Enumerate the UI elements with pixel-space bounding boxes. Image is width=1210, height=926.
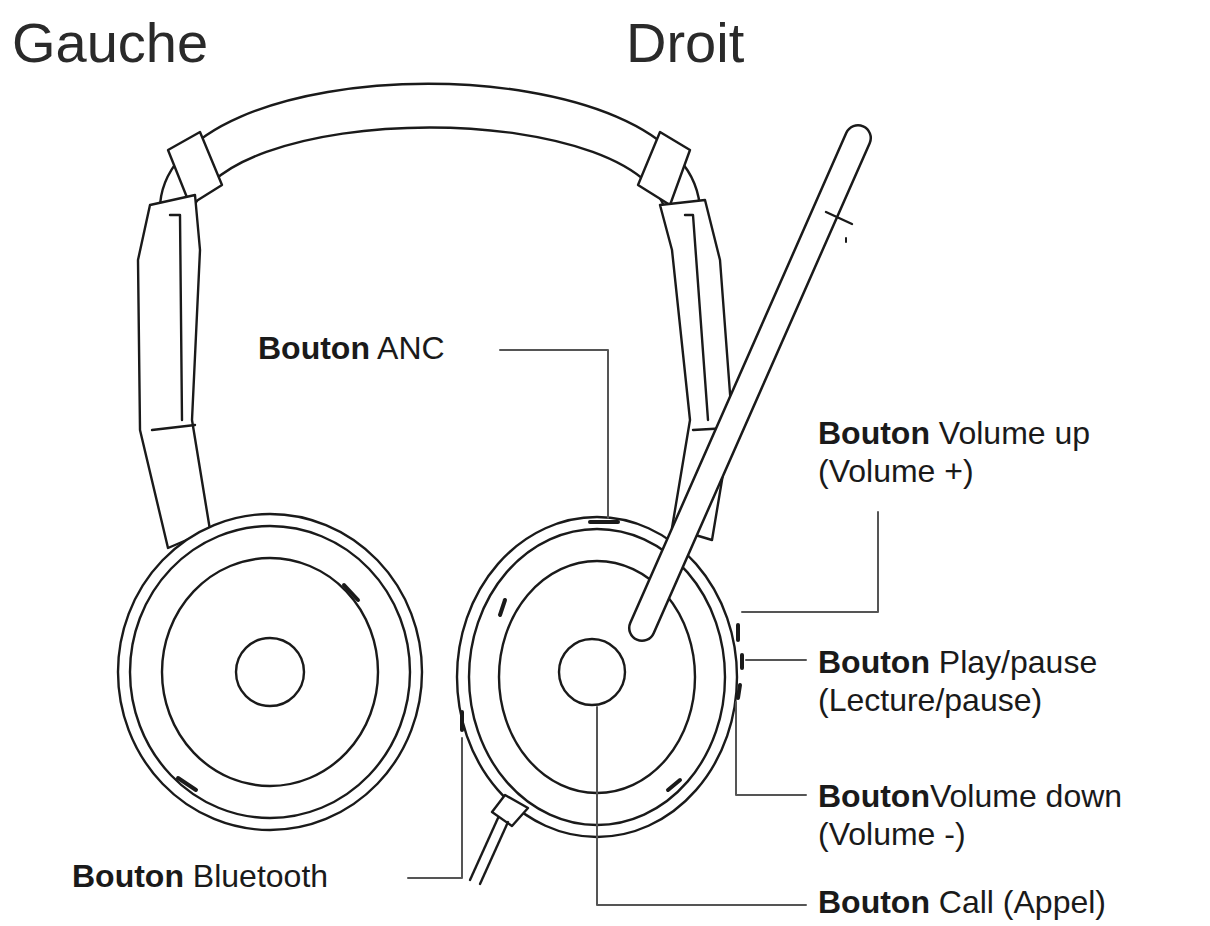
line-art	[118, 514, 422, 830]
line-art	[597, 707, 806, 905]
line-art	[152, 425, 195, 430]
microphone-boom	[642, 138, 858, 628]
line-art	[130, 526, 410, 818]
line-art	[642, 138, 858, 628]
line-art	[559, 639, 625, 705]
line-art	[344, 585, 358, 600]
line-art	[480, 822, 508, 884]
line-art	[500, 350, 608, 518]
cable	[470, 795, 528, 884]
leader-lines	[408, 350, 878, 905]
line-art	[738, 685, 740, 698]
line-art	[826, 212, 852, 224]
line-art	[162, 558, 378, 786]
button-label: Bouton Call (Appel)	[818, 884, 1198, 922]
button-label: Bouton ANC	[258, 330, 498, 368]
line-art	[590, 520, 618, 524]
line-art	[470, 818, 498, 880]
button-label: BoutonVolume down (Volume -)	[818, 778, 1188, 854]
button-label: Bouton Bluetooth	[72, 858, 412, 896]
line-art	[845, 238, 847, 242]
line-art	[138, 195, 210, 548]
line-art	[408, 738, 462, 878]
line-art	[685, 215, 708, 420]
line-art	[736, 702, 806, 795]
line-art	[740, 655, 744, 668]
line-art	[736, 625, 740, 640]
line-art	[668, 780, 680, 790]
line-art	[500, 600, 505, 615]
line-art	[642, 138, 858, 628]
headband	[160, 84, 700, 225]
button-label: Bouton Volume up (Volume +)	[818, 415, 1178, 491]
line-art	[746, 659, 806, 661]
line-art	[460, 712, 464, 730]
button-label: Bouton Play/pause (Lecture/pause)	[818, 644, 1178, 720]
side-label: Droit	[626, 10, 926, 76]
line-art	[178, 778, 196, 790]
line-art	[170, 215, 182, 420]
right-ear-cup	[457, 517, 742, 837]
line-art	[236, 638, 304, 706]
left-ear-cup	[118, 514, 422, 830]
side-label: Gauche	[12, 10, 332, 76]
line-art	[190, 128, 668, 226]
line-art	[742, 512, 878, 612]
left-yoke	[138, 195, 210, 548]
line-art	[638, 132, 690, 205]
